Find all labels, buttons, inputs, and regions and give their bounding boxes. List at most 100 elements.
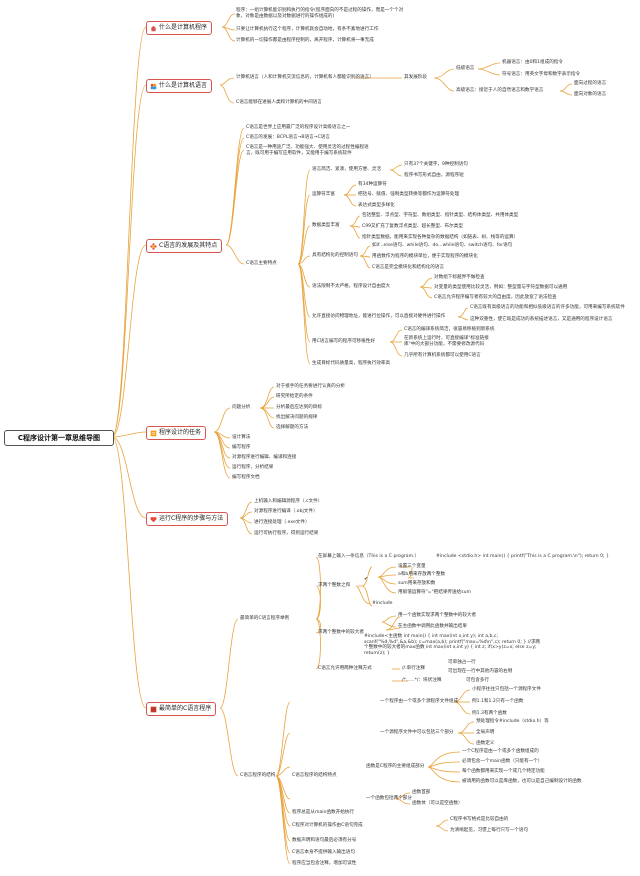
b2-high-level: 高级语言：接近于人的自然语言和数学语言 — [456, 88, 544, 93]
branch-label: 最简单的C语言程序 — [159, 705, 212, 712]
b6-ex3-a: 用一个函数实现求两个整数中的较大者 — [398, 613, 477, 618]
b6-s9: 程序应当包含注释，增加可读性 — [292, 861, 357, 866]
b6-com-sub-2: 可出现在一行中其他内容的右侧 — [448, 669, 513, 674]
b6-s2-b: 全局声明 — [476, 730, 495, 735]
b6-s1-b: 例1.1和1.2只有一个函数 — [472, 699, 524, 704]
b5-step-1: 上机输入和编辑源程序（.c文件） — [254, 499, 323, 504]
b2-note: C语言能够在进展人类和计算机的中间语言 — [236, 100, 322, 105]
b6-ex3-code: #include<主函数 int main() { int max(int x,… — [364, 634, 541, 656]
b3-f5-b: 对变量的类型使用比较灵活，例如：整型量与字符型数据可以通用 — [434, 285, 568, 290]
b6-comment-line: //:单行注释 — [402, 666, 426, 671]
b3-f3: 数据类型丰富 — [312, 223, 340, 228]
b6-com-sub-3: 可包含多行 — [466, 678, 489, 683]
b6-s1-c: 例1.3有两个函数 — [472, 711, 507, 716]
branch-label: C语言的发展及其特点 — [159, 242, 218, 249]
flower-icon — [150, 242, 157, 250]
b6-s1: 一个程序由一个或多个源程序文件组成 — [380, 699, 459, 704]
b6-struct-features: C语言程序的结构特点 — [292, 773, 337, 778]
b6-ex2-c: sum用来存放和数 — [398, 581, 436, 586]
b5-step-3: 进行连接处理（.exe文件） — [254, 520, 310, 525]
b4-item-1: 设计算法 — [232, 435, 251, 440]
b5-step-2: 对源程序进行编译（.obj文件） — [254, 509, 318, 514]
branch-simplest-c-program[interactable]: 最简单的C语言程序 — [146, 702, 217, 716]
branch-c-history-features[interactable]: C语言的发展及其特点 — [146, 239, 223, 253]
b3-f1: 语言简洁、紧凑，使用方便、灵活 — [312, 167, 381, 172]
b5-step-4: 运行可执行程序，得到运行结果 — [254, 531, 319, 536]
b1-item-1: 程序：一组计算机能识别和执行的指令(程序面向的不是过程的操作，而是一个个对象，对… — [236, 8, 404, 19]
branch-label: 运行C程序的步骤与方法 — [159, 515, 224, 522]
b3-f2-b: 把括号、赋值、强制类型转换等都作为运算符处理 — [358, 192, 460, 197]
b4-an-2: 研究所给定的条件 — [276, 394, 313, 399]
b6-ex3: 求两个整数中的较大者 — [318, 630, 364, 635]
b6-s8: C语言本身不提供输入输出语句 — [292, 850, 355, 855]
b6-s3-d: 被调用的函数可以是库函数，也可以是自己编制设计的函数 — [462, 779, 582, 784]
branch-run-c-program[interactable]: 运行C程序的步骤与方法 — [146, 512, 229, 526]
b6-s4-b: 函数体（可以是空函数） — [412, 801, 463, 806]
root-topic[interactable]: C程序设计第一章思维导图 — [4, 430, 114, 446]
b3-f3-c: 指针类型数据，能用来实现各种复杂的数据结构（如链表、树、栈等的运算） — [362, 235, 519, 240]
b3-f5-a: 对数组下标越界不做检查 — [434, 275, 485, 280]
branch-label: 什么是计算机程序 — [159, 24, 208, 31]
b2-low-level: 低级语言 — [456, 66, 475, 71]
b6-s6: C程序对计算机的操作由C语句完成 — [292, 823, 363, 828]
b3-f2-a: 有34种运算符 — [358, 182, 387, 187]
b6-structure: C语言程序的结构 — [240, 773, 276, 778]
b3-f4-a: 如if...else语句、while语句、do...while语句、switch… — [372, 243, 513, 248]
b6-s2: 一个源程序文件中可以包括三个部分 — [380, 730, 454, 735]
b3-f3-a: 包括整型、浮点型、字符型、数组类型、指针类型、结构体类型、共用体类型 — [362, 213, 519, 218]
b3-f6: 允许直接访问物理地址，能进行位操作，可以直接对硬件进行操作 — [312, 314, 446, 319]
b6-s6-b: 为清晰起见，习惯上每行只写一个语句 — [450, 828, 529, 833]
note-icon — [150, 430, 157, 437]
b2-definition: 计算机语言（人和计算机交流信息的，计算机和人都能识别的语言） — [236, 75, 374, 80]
b3-f5: 语法限制不太严格，程序设计自由度大 — [312, 284, 391, 289]
b4-analysis: 问题分析 — [232, 405, 251, 410]
b6-comments: C语言允许用两种注释方式 — [318, 666, 372, 671]
b6-ex2-include: #include — [372, 601, 393, 606]
b2-symbol-language: 符号语言：用英文字母和数字表示指令 — [502, 72, 581, 77]
heart-icon — [150, 516, 157, 523]
b3-f7: 用C语言编写的程序可移植性好 — [312, 339, 375, 344]
b6-s5: 程序总是从main函数开始执行 — [292, 810, 355, 815]
b3-f4: 具有结构化的控制语句 — [312, 253, 358, 258]
house-icon — [150, 25, 157, 32]
b3-f7-b: 在新系统上运行时，可直接编译"标准链接库"中的大部分功能，不需要修改源代码 — [404, 336, 489, 347]
b6-s3-b: 必须包含一个main函数（只能有一个） — [462, 759, 543, 764]
b2-machine-language: 机器语言：由0和1组成的指令 — [502, 60, 563, 65]
b3-f2-c: 表达式类型多样化 — [358, 203, 395, 208]
b3-f5-c: C语言允许程序编写者有较大的自由度，因此放宽了语法检查 — [434, 295, 557, 300]
b6-ex2-a: 设置三个变量 — [398, 564, 426, 569]
branch-label: 程序设计的任务 — [159, 429, 202, 436]
b3-f1-a: 只有37个关键字，9种控制语句 — [404, 162, 468, 167]
b6-ex3-b: 在主函数中调用此函数并输出结果 — [398, 624, 467, 629]
b6-s2-c: 函数定义 — [476, 741, 495, 746]
branch-computer-language[interactable]: 什么是计算机语言 — [146, 79, 213, 93]
b3-f8: 生成目标代码质量高，程序执行效率高 — [312, 361, 391, 366]
b4-an-3: 分析最后应达到的目标 — [276, 405, 322, 410]
b2-object-oriented: 面向对象的语言 — [574, 92, 607, 97]
branch-what-is-program[interactable]: 什么是计算机程序 — [146, 21, 213, 35]
b3-f7-c: 几乎所有计算机系统都可以使用C语言 — [404, 353, 481, 358]
b6-s1-a: 小程序往往只包括一个源程序文件 — [472, 687, 541, 692]
b6-ex2: 求两个整数之和 — [318, 583, 351, 588]
b4-an-1: 对于接手的任务要进行认真的分析 — [276, 384, 345, 389]
b4-item-3: 对源程序进行编辑、编译和连接 — [232, 455, 297, 460]
b4-an-5: 选择解题的方法 — [276, 425, 309, 430]
b6-s4: 一个函数包括两个部分 — [366, 796, 412, 801]
b3-f4-b: 用函数作为程序的模块单位，便于实现程序的模块化 — [372, 254, 478, 259]
b6-ex1-code: #include <stdio.h> int main() { printf("… — [436, 554, 609, 559]
b3-f1-b: 程序书写形式自由，源程序短 — [404, 173, 464, 178]
b6-ex1: 在屏幕上输入一条信息（This is a C program.） — [318, 554, 420, 559]
b3-f6-b: 这种双重性，使它既是成功的系统描述语言，又是通用的程序设计语言 — [470, 317, 613, 322]
b6-s7: 数据声明和语句最后必须有分号 — [292, 838, 357, 843]
b6-ex2-d: 用赋值运算符"="把结果传送给sum — [398, 590, 471, 595]
b3-f6-a: C语言既有高级语言的功能和相似低级语言的许多功能，可用来编写系统软件 — [470, 305, 625, 310]
b4-item-2: 编写程序 — [232, 445, 251, 450]
b4-an-4: 找出解决问题的规律 — [276, 415, 318, 420]
branch-programming-tasks[interactable]: 程序设计的任务 — [146, 426, 207, 440]
b6-ex2-label: ✔ — [364, 577, 368, 582]
b6-com-sub-1: 可单独占一行 — [448, 660, 476, 665]
b1-item-2: 只要让计算机执行这个程序，计算机就会自动地，有条不紊地进行工作 — [236, 27, 379, 32]
people-icon — [150, 83, 157, 90]
b2-procedural: 面向过程的语言 — [574, 81, 607, 86]
